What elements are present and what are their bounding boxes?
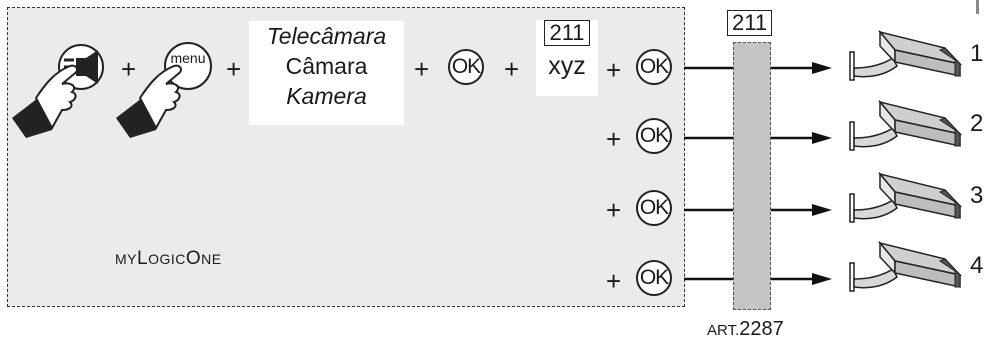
camera-icon (849, 29, 963, 81)
ok-button[interactable]: OK (636, 190, 672, 226)
plus-sign: + (606, 124, 622, 154)
plus-sign: + (226, 54, 242, 84)
brand-label: myLogicOne (115, 248, 222, 270)
plus-sign: + (121, 54, 137, 84)
plus-sign: + (606, 55, 622, 85)
brand-word1-rest: ogic (148, 251, 186, 267)
menu-button[interactable] (164, 42, 212, 90)
camera-icon (849, 99, 963, 151)
language-label-de-kamera: Kamera (286, 83, 367, 109)
menu-button-label: menu (170, 50, 206, 66)
article-label: ART.2287 (707, 318, 784, 341)
code-entry: 211 xyz (536, 20, 598, 96)
camera-number: 4 (970, 252, 984, 279)
brand-word1-cap: L (137, 248, 149, 269)
bus-code-label: 211 (727, 10, 773, 36)
language-label-pt-telecamara: Telecâmara (266, 23, 387, 49)
plus-sign: + (606, 195, 622, 225)
plus-sign: + (504, 54, 520, 84)
brand-word2-rest: ne (201, 251, 222, 267)
brand-prefix: my (115, 251, 137, 267)
ok-button[interactable]: OK (636, 260, 672, 296)
corner-mark (976, 0, 979, 14)
ok-button[interactable]: OK (636, 118, 672, 154)
plus-sign: + (414, 54, 430, 84)
pressing-hand-icon (12, 64, 78, 138)
ok-button[interactable]: OK (448, 49, 484, 85)
brand-word2-cap: O (185, 248, 202, 269)
camera-icon (849, 240, 963, 292)
bus-line (733, 42, 771, 310)
plus-sign: + (606, 266, 622, 296)
camera-number: 3 (970, 182, 984, 209)
article-number: 2287 (739, 318, 784, 340)
camera-number: 1 (970, 40, 984, 67)
code-value: xyz (548, 52, 586, 80)
code-label: 211 (544, 20, 590, 46)
article-prefix: ART. (707, 322, 740, 339)
language-label-pt-camara: Câmara (285, 53, 368, 79)
camera-number: 2 (970, 110, 984, 137)
pressing-hand-icon (116, 64, 182, 138)
camera-language-labels: Telecâmara Câmara Kamera (249, 21, 404, 125)
ok-button[interactable]: OK (636, 49, 672, 85)
camera-icon (849, 171, 963, 223)
